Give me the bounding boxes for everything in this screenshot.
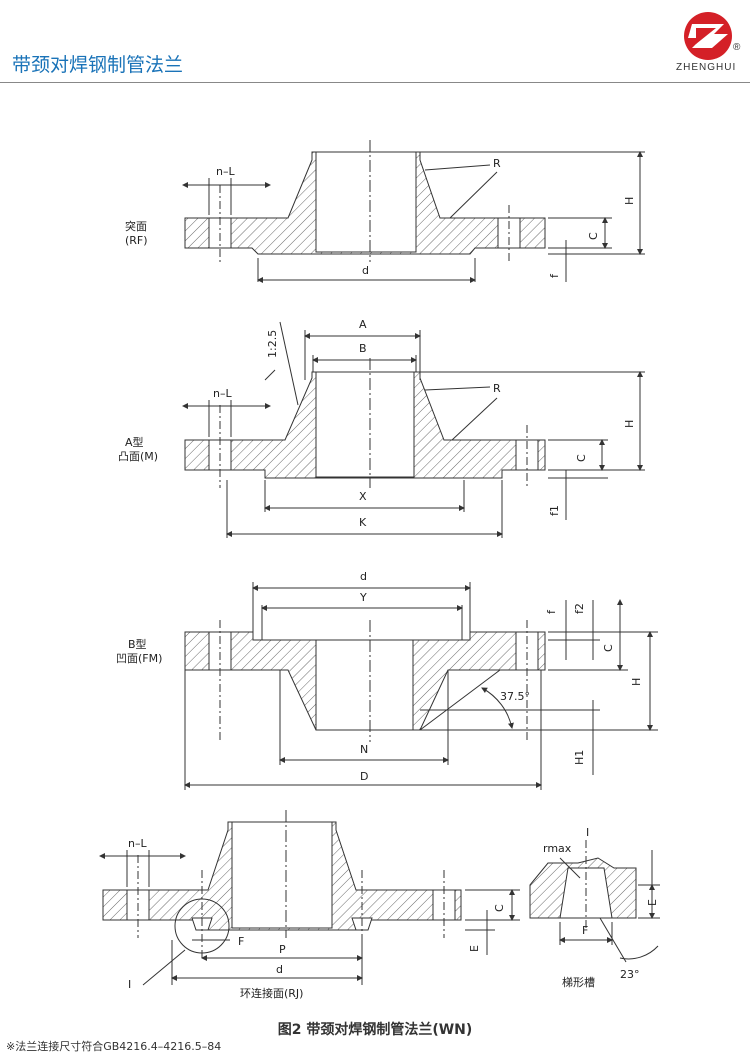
fm-angle: 37.5°	[500, 690, 530, 703]
m-b: B	[359, 342, 367, 355]
fm-label-name2: 凹面(FM)	[116, 652, 162, 665]
rj-p: P	[279, 943, 286, 956]
rj-name: 环连接面(RJ)	[240, 987, 303, 1000]
m-k: K	[359, 516, 367, 529]
groove-i: I	[586, 826, 589, 839]
rf-label-code: (RF)	[125, 234, 148, 247]
rj-d: d	[276, 963, 283, 976]
rj-f: F	[238, 935, 244, 948]
rj-c: C	[493, 904, 506, 912]
rj-e: E	[468, 945, 481, 952]
fm-n: N	[360, 743, 368, 756]
rf-view	[182, 140, 645, 283]
m-view	[182, 321, 645, 538]
header-divider	[0, 82, 750, 83]
groove-angle: 23°	[620, 968, 640, 981]
m-f1: f1	[548, 505, 561, 516]
fm-y: Y	[359, 591, 367, 604]
groove-rmax: rmax	[543, 842, 572, 855]
m-h: H	[623, 420, 636, 428]
view-labels: 突面 (RF) n–L R d H C f A型 凸面(M) 1:2.5 A B…	[116, 157, 659, 1000]
groove-detail	[529, 840, 660, 963]
rf-h: H	[623, 197, 636, 205]
rf-f: f	[548, 273, 561, 278]
fm-view	[184, 582, 658, 790]
rj-i: I	[128, 978, 131, 991]
m-label-name2: 凸面(M)	[118, 450, 158, 463]
fm-label-name: B型	[128, 637, 147, 651]
fm-d: d	[360, 570, 367, 583]
logo-text: ZHENGHUI	[676, 62, 737, 73]
rf-c: C	[587, 232, 600, 240]
page-title: 带颈对焊钢制管法兰	[12, 54, 184, 76]
fm-dd: D	[360, 770, 368, 783]
zhenghui-logo	[684, 12, 732, 60]
m-nl: n–L	[213, 387, 232, 400]
groove-name: 梯形槽	[562, 976, 595, 989]
groove-e: E	[646, 899, 659, 906]
figure-caption: 图2 带颈对焊钢制管法兰(WN)	[277, 1022, 473, 1038]
fm-h1: H1	[573, 750, 586, 765]
fm-h: H	[630, 678, 643, 686]
rf-nl: n–L	[216, 165, 235, 178]
groove-f: F	[582, 924, 588, 937]
m-label-name: A型	[125, 435, 144, 449]
rj-view	[99, 810, 520, 986]
m-r: R	[493, 382, 501, 395]
fm-f: f	[545, 609, 558, 614]
m-c: C	[575, 454, 588, 462]
rj-nl: n–L	[128, 837, 147, 850]
m-x: X	[359, 490, 367, 503]
rf-r: R	[493, 157, 501, 170]
m-slope: 1:2.5	[266, 330, 279, 358]
registered-mark: ®	[733, 42, 741, 53]
rf-d: d	[362, 264, 369, 277]
standard-note: ※法兰连接尺寸符合GB4216.4–4216.5–84	[6, 1040, 222, 1053]
fm-f2: f2	[573, 603, 586, 614]
fm-c: C	[602, 644, 615, 652]
rf-label-name: 突面	[125, 219, 147, 233]
m-a: A	[359, 318, 367, 331]
